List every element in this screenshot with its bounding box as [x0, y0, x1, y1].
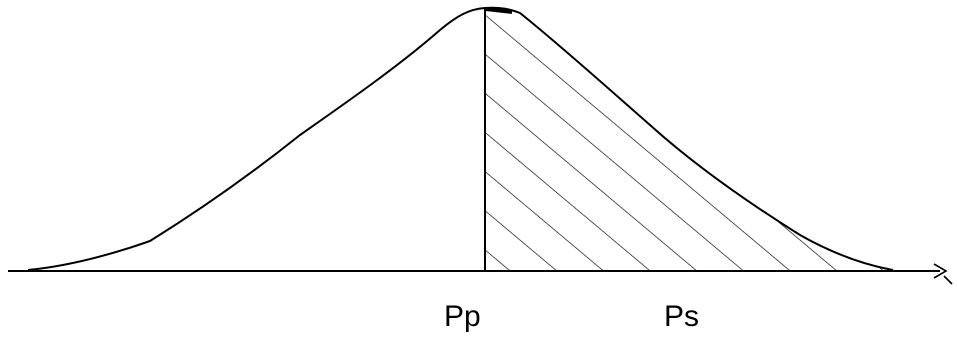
peak-marker-icon	[485, 7, 513, 14]
label-pp: Pp	[444, 300, 481, 333]
distribution-curve	[27, 6, 894, 271]
hatched-area	[485, 11, 893, 271]
x-axis-arrow-icon	[933, 263, 953, 285]
label-ps: Ps	[664, 300, 700, 333]
